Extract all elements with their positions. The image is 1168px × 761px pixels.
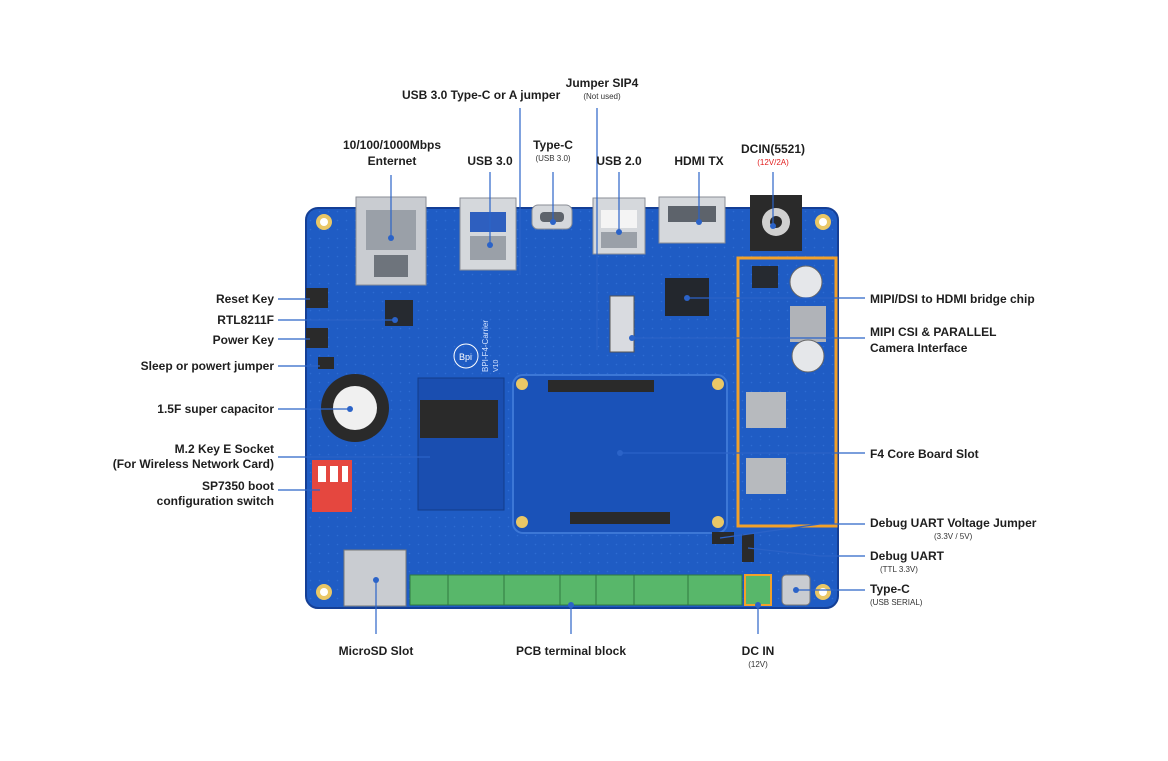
label-supercap: 1.5F super capacitor [157,402,274,416]
usb30-port [459,197,517,271]
m2-socket [417,377,505,511]
board-version-silk: V10 [493,359,500,372]
label-dcin5521: DCIN(5521) [740,142,806,156]
label-m2-2: (For Wireless Network Card) [112,457,274,471]
bpi-logo [453,343,479,369]
label-uart-jumper: Debug UART Voltage Jumper [870,516,1037,530]
label-m2-1: M.2 Key E Socket [174,442,274,456]
label-dc-in: DC IN [741,644,775,658]
terminal-blocks [409,574,772,606]
callout-dots [347,219,799,608]
reset-key [306,288,328,308]
dip-switch [312,460,352,512]
label-sp7350-1: SP7350 boot [201,479,274,493]
rtl8211f-chip [385,300,413,326]
label-debug-uart: Debug UART [870,549,944,563]
hdmi-port [658,196,726,244]
label-typec-top: Type-C [533,138,573,152]
label-mipi-csi-1: MIPI CSI & PARALLEL [870,325,997,339]
label-terminal: PCB terminal block [515,644,627,658]
label-dcin5521-note: (12V/2A) [757,158,789,167]
typec-usb30-port [531,204,573,230]
label-typec-serial-note: (USB SERIAL) [870,598,923,607]
label-mipi-csi-2: Camera Interface [870,341,968,355]
label-typec-top-note: (USB 3.0) [535,154,571,163]
label-usb3-jumper: USB 3.0 Type-C or A jumper [402,88,561,102]
mipi-csi-connector [609,295,635,353]
label-rtl8211f: RTL8211F [217,313,274,327]
label-jumper-sip4-note: (Not used) [583,92,621,101]
label-typec-serial: Type-C [870,582,910,596]
power-section [736,256,838,528]
label-debug-uart-note: (TTL 3.3V) [880,565,918,574]
label-usb30: USB 3.0 [467,154,513,168]
callout-lines [278,108,865,634]
bpi-logo-text: Bpi [459,352,472,362]
super-capacitor [321,374,389,442]
label-mipi-dsi: MIPI/DSI to HDMI bridge chip [870,292,1035,306]
label-power-key: Power Key [212,333,274,347]
label-usb20: USB 2.0 [596,154,642,168]
label-uart-jumper-note: (3.3V / 5V) [934,532,973,541]
label-ethernet-1: 10/100/1000Mbps [342,138,442,152]
label-sleep-jumper: Sleep or powert jumper [140,359,274,373]
label-reset-key: Reset Key [215,292,274,306]
label-microsd: MicroSD Slot [338,644,414,658]
ethernet-port [355,196,427,286]
label-f4-slot: F4 Core Board Slot [870,447,979,461]
power-key [306,328,328,348]
dc-jack [750,195,802,251]
board-name-silk: BPI-F4-Carrier [481,320,490,372]
label-hdmi-tx: HDMI TX [674,154,724,168]
label-ethernet-2: Enternet [367,154,417,168]
label-sp7350-2: configuration switch [156,494,274,508]
label-dc-in-note: (12V) [748,660,768,669]
sleep-jumper [318,357,334,369]
label-jumper-sip4: Jumper SIP4 [565,76,639,90]
